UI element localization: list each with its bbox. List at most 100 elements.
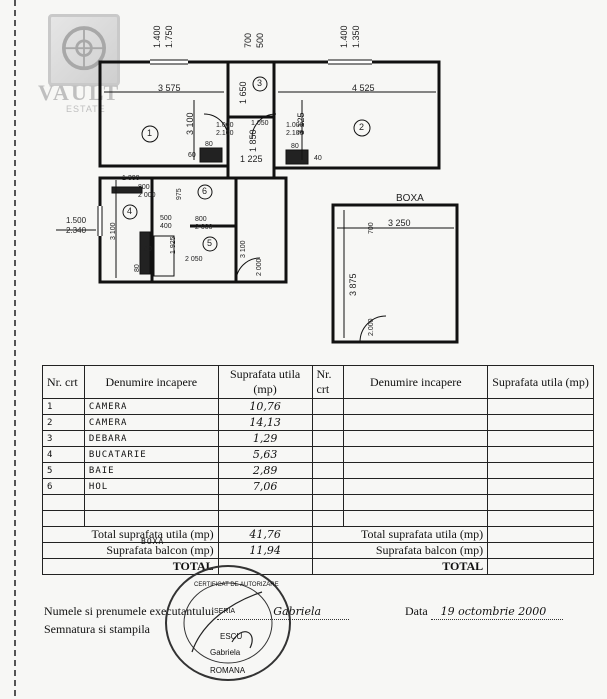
dim-top-right-1: 1.400 [339, 25, 349, 48]
dim-k3: 2 000 [138, 192, 156, 199]
row-nr: 2 [42, 414, 85, 431]
dim-r3-width: 1 050 [251, 120, 269, 127]
table-row [42, 510, 594, 527]
dim-door2b: 2.100 [286, 130, 304, 137]
row-name: HOL [83, 478, 219, 495]
row-area: 10,76 [217, 398, 313, 415]
dim-boxa-top: 700 [368, 222, 375, 234]
dim-corridor-width: 1 225 [240, 154, 263, 164]
balcon-value-left: 11,94 [217, 542, 313, 559]
row-name: BUCATARIE [83, 446, 219, 463]
header-sup-right: Suprafata utila (mp) [487, 365, 594, 399]
grand-total-row: TOTAL TOTAL [42, 558, 594, 575]
grand-total-right: TOTAL [311, 558, 489, 575]
row-name: BAIE [83, 462, 219, 479]
dim-r3-height: 1 650 [238, 81, 248, 104]
row-nr: 6 [42, 478, 85, 495]
dim-window-a: 1.500 [66, 216, 87, 225]
balcon-label-left: Suprafata balcon (mp) [106, 543, 214, 557]
header-den-right: Denumire incapere [343, 365, 489, 399]
dim-top-mid-1: 700 [243, 32, 253, 48]
balcon-note: BOXA [141, 537, 165, 546]
dim-s5: 1 925 [170, 236, 177, 254]
room-number-4: 4 [127, 206, 133, 216]
header-nr-left: Nr. crt [42, 365, 85, 399]
dim-window-b: 2.340 [66, 226, 87, 235]
row-area: 14,13 [217, 414, 313, 431]
row-area: 5,63 [217, 446, 313, 463]
stamp-series: SERIA [214, 608, 236, 615]
stamp-ring-text: CERTIFICAT DE AUTORIZARE [194, 582, 279, 588]
dim-s10: 80 [144, 246, 152, 253]
dim-r2-width: 4 525 [352, 83, 375, 93]
dim-s8: 80 [134, 264, 141, 272]
dim-s9: 2 000 [256, 258, 263, 276]
dim-left-height: 3 100 [110, 222, 117, 240]
dim-door2a: 1.000 [286, 122, 304, 129]
dim-s2: 400 [160, 223, 172, 230]
date-line: Data 19 octombrie 2000 [405, 604, 563, 620]
dim-s3: 800 [195, 216, 207, 223]
dim-boxa-height: 3 875 [348, 273, 358, 296]
signature-label: Semnatura si stampila [44, 622, 150, 636]
balcon-label-right: Suprafata balcon (mp) [311, 542, 489, 559]
executor-name-value: Gabriela [273, 605, 322, 618]
stamp-name: Gabriela [210, 648, 241, 657]
table-row [42, 494, 594, 511]
dim-s6: 3 100 [240, 240, 247, 258]
room-number-3: 3 [257, 78, 263, 88]
balcon-row: BOXA Suprafata balcon (mp) 11,94 Suprafa… [42, 537, 594, 559]
dim-k1: 1 300 [122, 175, 140, 182]
dim-top-left-2: 1.750 [164, 25, 174, 48]
table-row: 3 DEBARA 1,29 [42, 430, 594, 447]
date-value: 19 octombrie 2000 [440, 605, 547, 618]
table-row: 1 CAMERA 10,76 [42, 398, 594, 415]
header-den-left: Denumire incapere [83, 365, 219, 399]
room-3-outline [226, 60, 276, 119]
dim-boxa-width: 3 250 [388, 218, 411, 228]
rooms-table: Nr. crt Denumire incapere Suprafata util… [42, 365, 594, 575]
dim-r1-width: 3 575 [158, 83, 181, 93]
row-area: 7,06 [217, 478, 313, 495]
dim-top-right-2: 1.350 [351, 25, 361, 48]
dim-top-left-1: 1.400 [152, 25, 162, 48]
dim-k2: 800 [138, 184, 150, 191]
dim-r1-height: 3 100 [185, 112, 195, 135]
dim-door1a: 1.000 [216, 122, 234, 129]
page-left-margin-line [14, 0, 16, 699]
room-number-2: 2 [359, 122, 365, 132]
total-label-right: Total suprafata utila (mp) [311, 526, 489, 543]
dim-s1: 500 [160, 215, 172, 222]
row-area: 2,89 [217, 462, 313, 479]
executor-name-line: Numele si prenumele executantului Gabrie… [44, 604, 350, 620]
dim-boxa-door: 2.000 [368, 318, 375, 336]
row-nr: 3 [42, 430, 85, 447]
table-row: 5 BAIE 2,89 [42, 462, 594, 479]
row-name: DEBARA [83, 430, 219, 447]
date-label: Data [405, 604, 428, 618]
total-label-left: Total suprafata utila (mp) [42, 526, 219, 543]
stamp-country: ROMANA [210, 666, 246, 675]
dim-corridor-height: 1 850 [248, 129, 258, 152]
table-row: 4 BUCATARIE 5,63 [42, 446, 594, 463]
executor-name-label: Numele si prenumele executantului [44, 604, 215, 618]
dim-w40: 40 [314, 155, 322, 162]
dim-k4: 975 [176, 188, 183, 200]
grand-total-left: TOTAL [42, 558, 219, 575]
table-header-row: Nr. crt Denumire incapere Suprafata util… [42, 365, 594, 399]
vault-logo-icon [48, 14, 120, 86]
header-nr-right: Nr. crt [311, 365, 345, 399]
table-row: 6 HOL 7,06 [42, 478, 594, 495]
room-number-5: 5 [207, 238, 213, 248]
total-value-left: 41,76 [217, 526, 313, 543]
row-name: CAMERA [83, 398, 219, 415]
boxa-label: BOXA [396, 193, 424, 204]
dim-top-mid-2: 500 [255, 32, 265, 48]
row-name: CAMERA [83, 414, 219, 431]
row-nr: 4 [42, 446, 85, 463]
dim-w80b: 80 [291, 143, 299, 150]
row-nr: 5 [42, 462, 85, 479]
total-row: Total suprafata utila (mp) 41,76 Total s… [42, 526, 594, 543]
room-number-1: 1 [147, 128, 153, 138]
stamp-surname: ESCU [220, 632, 243, 641]
